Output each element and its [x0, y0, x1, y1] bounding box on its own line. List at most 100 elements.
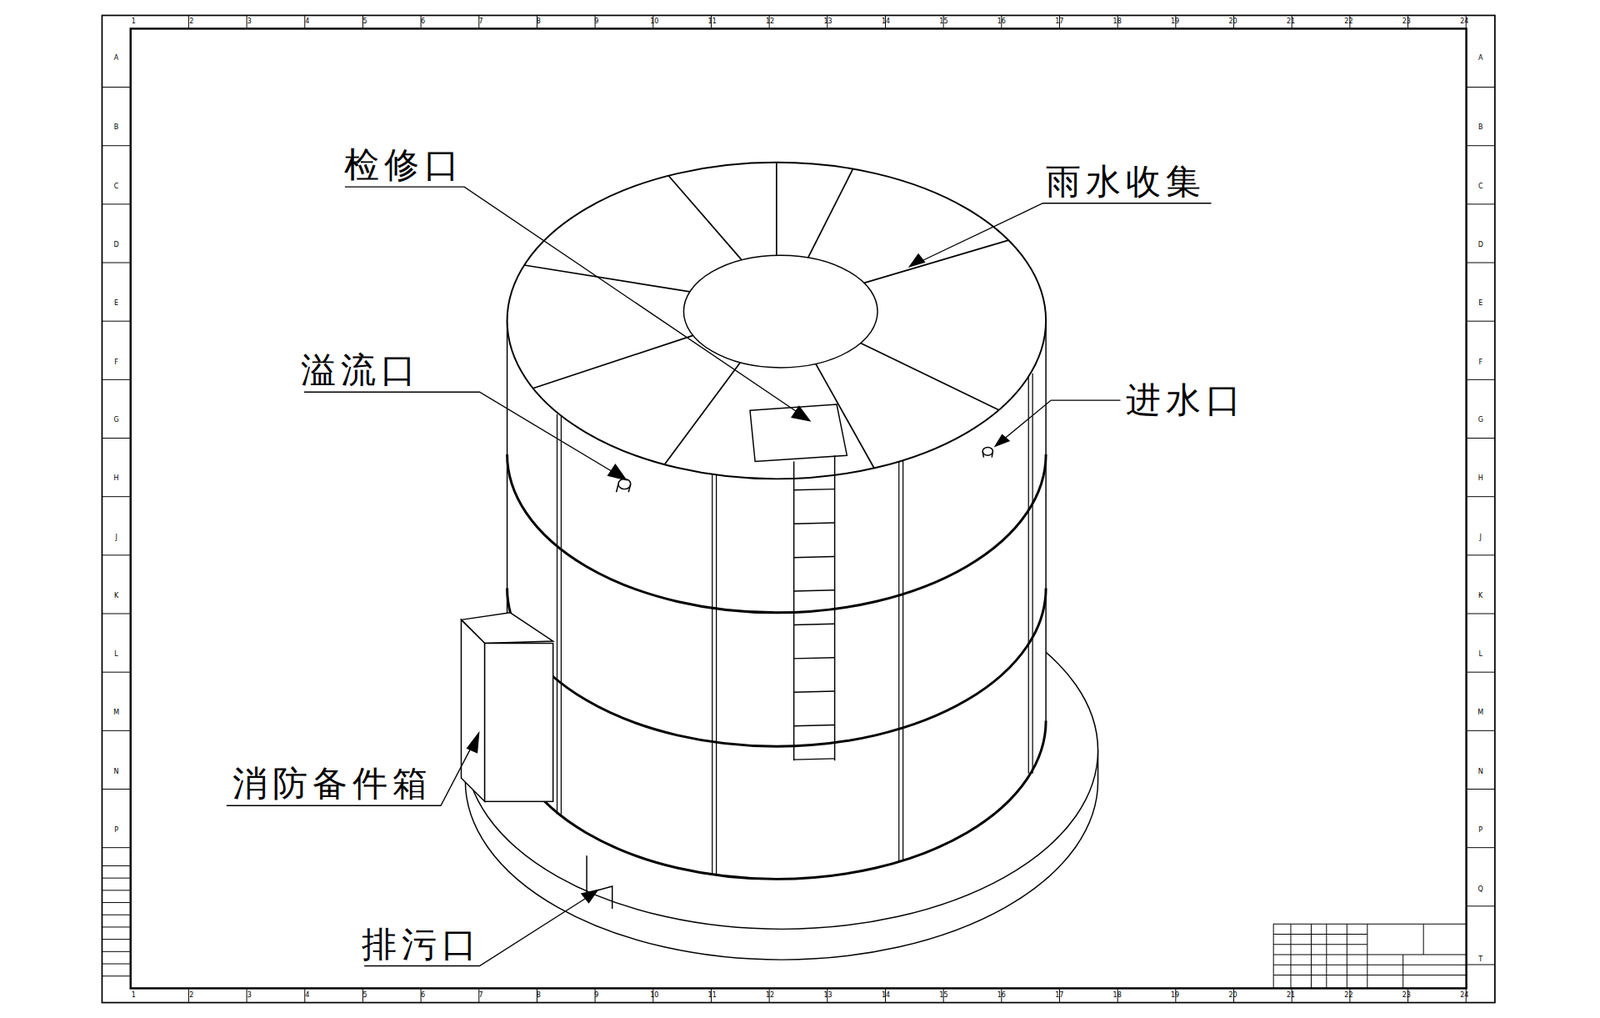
grid-column-number: 9 [594, 18, 599, 25]
grid-row-letter: M [1477, 709, 1484, 716]
grid-column-number: 16 [997, 991, 1006, 999]
grid-column-number: 9 [594, 991, 599, 999]
ladder-rung [794, 724, 835, 725]
wall-seam [560, 414, 562, 815]
grid-column-number: 7 [478, 991, 483, 999]
grid-column-number: 2 [189, 991, 194, 999]
wall-seam [898, 460, 900, 861]
leader-lines [226, 186, 1212, 965]
grid-column-number: 24 [1460, 991, 1469, 999]
wall-seam [556, 414, 558, 815]
grid-column-number: 3 [247, 991, 252, 999]
grid-column-number: 3 [247, 18, 252, 25]
grid-column-number: 8 [536, 991, 541, 999]
roof-rib [860, 343, 1000, 410]
ladder-rung [794, 690, 835, 692]
grid-row-letter: G [1478, 416, 1484, 424]
wall-seam [711, 474, 713, 875]
ladder-rung [794, 555, 835, 557]
grid-column-number: 4 [305, 18, 310, 25]
grid-row-letter: D [113, 241, 119, 249]
grid-column-number: 14 [881, 18, 890, 25]
callout-label: 进水口 [1125, 382, 1246, 418]
grid-column-number: 18 [1113, 18, 1122, 25]
grid-column-number: 1 [131, 18, 136, 25]
grid-column-number: 15 [939, 991, 948, 999]
callout-label: 溢流口 [300, 352, 421, 388]
grid-column-number: 6 [420, 991, 425, 999]
grid-row-letter: K [1478, 592, 1483, 600]
roof-rib [808, 169, 854, 258]
ladder-rung [794, 590, 835, 591]
drawing-frame [130, 28, 1467, 988]
grid-column-number: 20 [1228, 18, 1237, 25]
grid-column-number: 1 [131, 991, 136, 999]
grid-column-number: 12 [765, 18, 775, 25]
grid-row-letter: L [1479, 650, 1483, 658]
ladder-rung [794, 522, 835, 524]
grid-row-letter: P [1478, 826, 1483, 834]
roof-rib [533, 335, 694, 388]
ladder [794, 455, 835, 760]
grid-column-number: 24 [1460, 18, 1469, 25]
grid-column-number: 10 [650, 991, 659, 999]
grid-column-number: 6 [420, 18, 425, 25]
grid-row-letter: J [1480, 534, 1482, 541]
grid-column-number: 22 [1344, 18, 1353, 25]
grid-column-number: 8 [536, 18, 541, 25]
grid-row-letter: H [1478, 475, 1484, 482]
grid-row-letter: B [1478, 124, 1484, 131]
grid-column-number: 15 [939, 18, 948, 25]
grid-row-letter: B [114, 124, 120, 131]
grid-column-number: 5 [363, 18, 368, 25]
title-block [1273, 923, 1466, 988]
grid-column-number: 18 [1113, 991, 1122, 999]
grid-row-letter: F [1478, 359, 1483, 366]
grid-row-letter: J [115, 534, 117, 541]
grid-column-number: 13 [823, 18, 832, 25]
grid-row-letter: D [1478, 241, 1484, 249]
grid-row-letter: A [1478, 55, 1483, 62]
grid-column-number: 22 [1344, 991, 1353, 999]
grid-ticks [101, 15, 1495, 1002]
grid-column-number: 14 [881, 991, 890, 999]
roof-rib [524, 265, 690, 292]
grid-row-letter: E [1478, 300, 1483, 307]
sheet-border [101, 15, 1495, 1002]
roof-rib [668, 175, 742, 260]
manhole-hatch [750, 404, 847, 462]
wall-seam [1032, 373, 1034, 774]
grid-column-number: 23 [1402, 18, 1411, 25]
callout-label: 排污口 [361, 926, 482, 962]
grid-column-number: 19 [1170, 18, 1180, 25]
grid-row-letter: N [114, 768, 120, 775]
leader-arrowheads [466, 253, 1011, 904]
grid-column-number: 2 [189, 18, 194, 25]
grid-column-number: 17 [1055, 991, 1064, 999]
grid-column-number: 21 [1286, 991, 1295, 999]
roof-rib [664, 362, 740, 465]
ladder-rung [794, 758, 835, 760]
roof-rib [864, 240, 1009, 283]
grid-row-letter: A [114, 55, 119, 62]
pipe-stubs [616, 446, 994, 492]
callout-label: 雨水收集 [1045, 164, 1206, 200]
grid-row-letter: K [114, 592, 119, 600]
ladder-rung [794, 489, 835, 490]
side-table [101, 865, 130, 975]
wall-seam [715, 474, 717, 875]
grid-column-number: 19 [1170, 991, 1180, 999]
grid-row-letter: G [113, 416, 119, 424]
wall-seam [1028, 373, 1030, 774]
grid-column-number: 20 [1228, 991, 1237, 999]
grid-column-number: 4 [305, 991, 310, 999]
callout-label: 消防备件箱 [232, 765, 433, 801]
grid-row-letter: E [114, 300, 119, 307]
grid-column-number: 10 [650, 18, 659, 25]
grid-row-letter: M [113, 709, 120, 716]
grid-column-number: 12 [765, 991, 775, 999]
grid-column-number: 16 [997, 18, 1006, 25]
grid-column-number: 17 [1055, 18, 1064, 25]
